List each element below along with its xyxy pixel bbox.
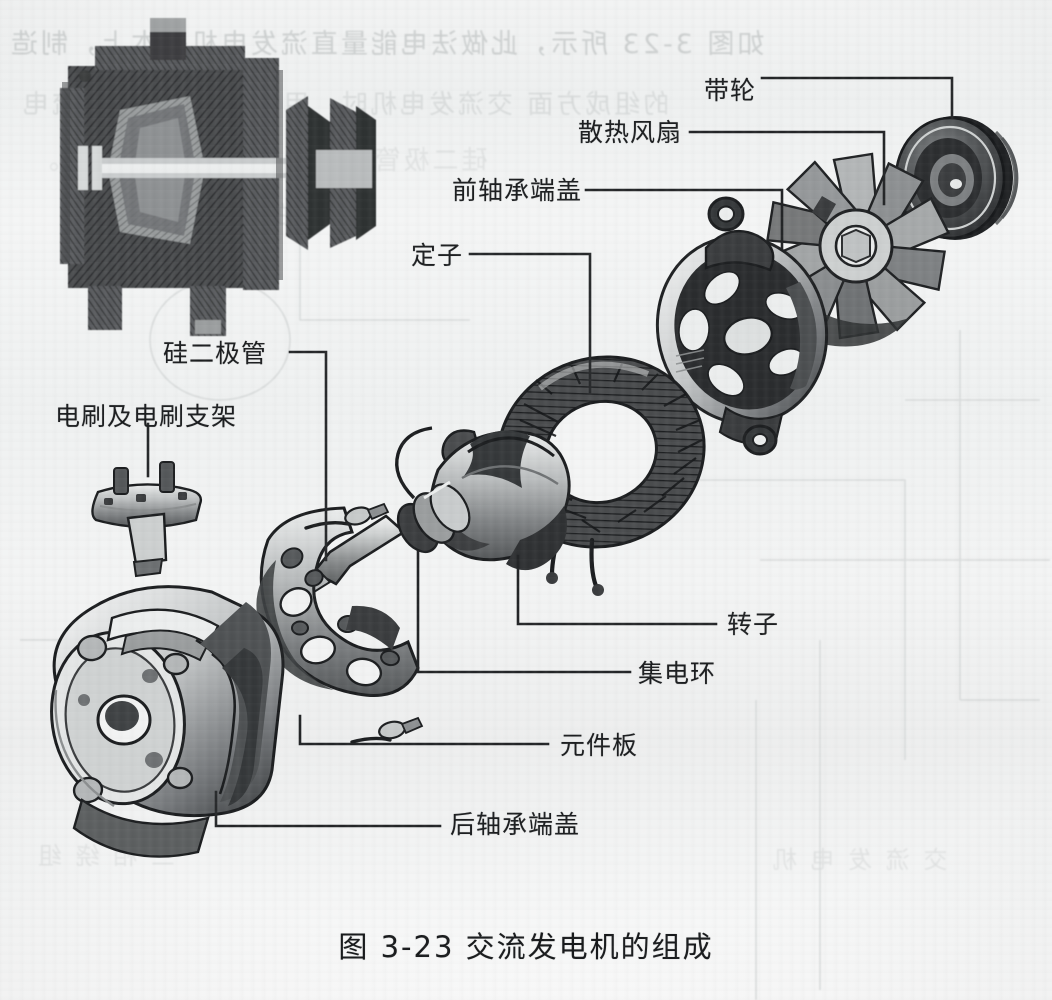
leader-silicon-diode	[288, 350, 328, 562]
label-component-board: 元件板	[560, 731, 639, 760]
leader-cooling-fan	[688, 130, 886, 206]
leader-slip-ring	[416, 550, 632, 674]
slipring-part	[396, 480, 471, 554]
label-pulley: 带轮	[704, 76, 757, 105]
label-brush-and-holder: 电刷及电刷支架	[55, 402, 238, 431]
label-rotor: 转子	[727, 610, 780, 639]
bleed-through-lines	[20, 120, 1050, 1000]
leader-front-end-cover	[584, 188, 784, 250]
label-cooling-fan: 散热风扇	[578, 118, 683, 147]
brush-part	[91, 461, 203, 578]
leader-stator	[468, 252, 592, 394]
leader-rear-end-cover	[214, 790, 442, 828]
label-slip-ring: 集电环	[638, 659, 717, 688]
label-silicon-diode: 硅二极管	[163, 339, 268, 368]
rear-cover-part	[50, 585, 285, 858]
leader-pulley	[760, 76, 954, 120]
label-stator: 定子	[411, 241, 464, 270]
figure-caption: 图 3-23 交流发电机的组成	[338, 930, 714, 964]
leader-component-board	[298, 714, 550, 746]
label-front-end-cover: 前轴承端盖	[452, 176, 583, 205]
leader-lines	[146, 76, 954, 828]
board-part	[256, 502, 424, 744]
label-rear-end-cover: 后轴承端盖	[450, 810, 581, 839]
silicon-diode-part	[344, 502, 424, 740]
assembly-photo	[60, 18, 376, 336]
front-cover-part	[655, 196, 829, 456]
leader-rotor	[516, 554, 718, 626]
